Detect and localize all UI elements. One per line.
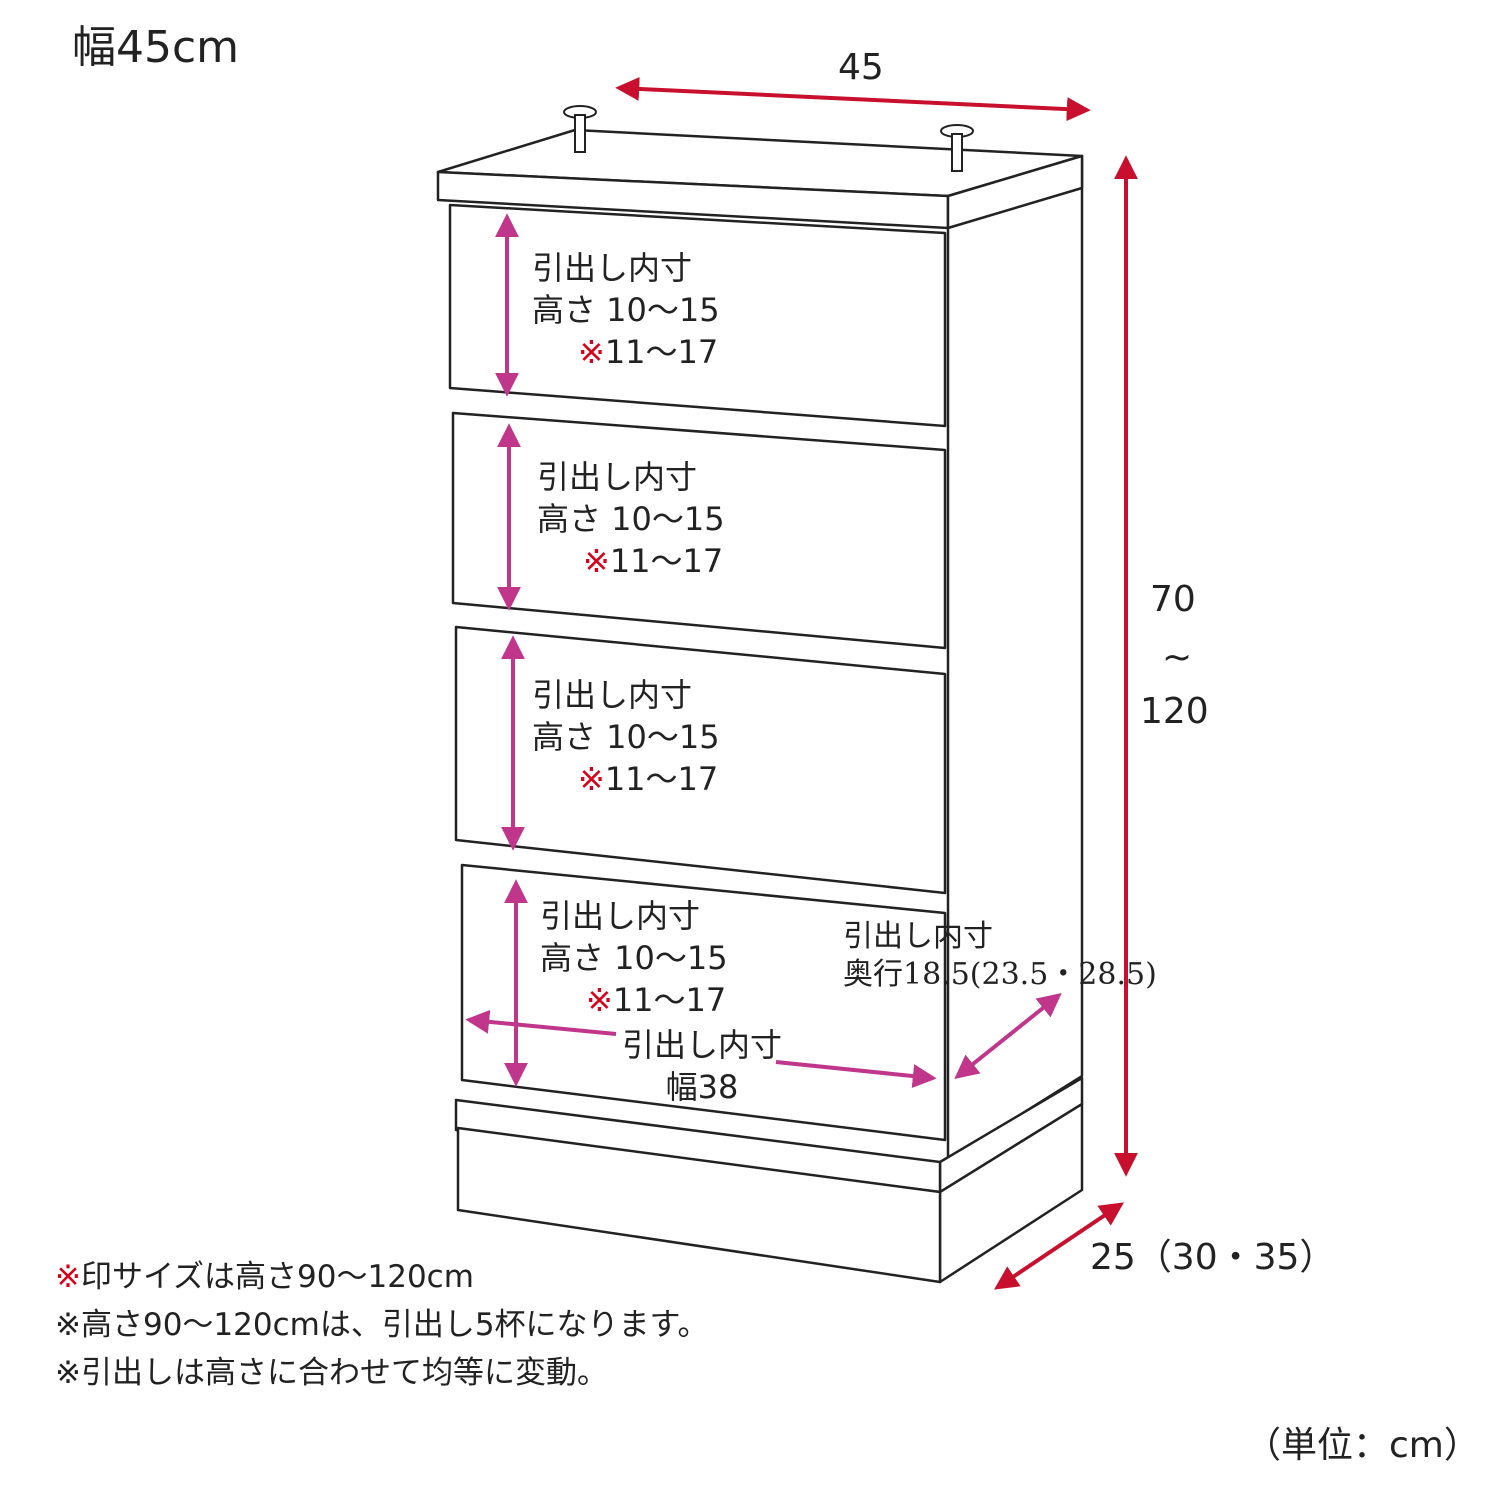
drawer-4-height: 高さ 10～15 [540, 939, 728, 977]
drawer-2-mark: ※ [583, 542, 610, 580]
drawer-4-label: 引出し内寸 高さ 10～15 ※11～17 [540, 895, 728, 1021]
drawer-1 [448, 203, 947, 428]
plinth-front [456, 1126, 942, 1284]
height-label-tilde: ~ [1162, 637, 1193, 678]
side-panel [946, 154, 1084, 1162]
page-title: 幅45cm [72, 22, 240, 73]
outer-dimension-arrows [615, 76, 1138, 1290]
inner-dimension-arrows [465, 213, 1062, 1088]
drawer-2-alt: 11～17 [609, 542, 724, 580]
note-1-text: 印サイズは高さ90～120cm [80, 1259, 474, 1295]
width-label: 45 [838, 47, 884, 88]
drawer-1-mark: ※ [578, 333, 605, 371]
drawer-2 [451, 411, 947, 650]
unit-label: （単位：cm） [1245, 1425, 1480, 1466]
height-label-bottom: 120 [1140, 691, 1209, 732]
drawer-4-alt: 11～17 [612, 981, 727, 1019]
drawer-1-height: 高さ 10～15 [532, 291, 720, 329]
drawer-1-alt: 11～17 [604, 333, 719, 371]
top-fitting-icon [563, 105, 974, 172]
width-arrow [615, 76, 1091, 122]
inner-width-title: 引出し内寸 [622, 1026, 783, 1064]
drawer-3-mark: ※ [578, 760, 605, 798]
top-board-side [946, 154, 1084, 230]
note-2: ※高さ90～120cmは、引出し5杯になります。 [55, 1307, 709, 1343]
note-1: ※印サイズは高さ90～120cm [55, 1262, 474, 1293]
inner-depth-label: 引出し内寸 奥行18.5(23.5・28.5) [843, 918, 1157, 994]
inner-depth-title: 引出し内寸 [843, 919, 993, 954]
inner-depth-arrow [954, 993, 1062, 1079]
drawer-2-label: 引出し内寸 高さ 10～15 ※11～17 [537, 456, 725, 582]
chest-outline [436, 128, 1084, 1284]
inner-width-arrow-left [465, 1009, 617, 1036]
drawer-4-label-title: 引出し内寸 [540, 897, 701, 935]
drawer-4-mark: ※ [586, 981, 613, 1019]
inner-depth-value: 奥行18.5(23.5・28.5) [843, 957, 1157, 992]
depth-label: 25（30・35） [1090, 1237, 1336, 1278]
drawer-4 [460, 863, 947, 1142]
drawer-3-alt: 11～17 [604, 760, 719, 798]
note-3: ※引出しは高さに合わせて均等に変動。 [55, 1355, 608, 1391]
note-1-mark: ※ [55, 1259, 81, 1295]
drawer-1-label: 引出し内寸 高さ 10～15 ※11～17 [532, 247, 720, 373]
drawer-1-label-title: 引出し内寸 [532, 249, 693, 287]
inner-width-value: 幅38 [665, 1068, 739, 1106]
drawer-3-label-title: 引出し内寸 [532, 676, 693, 714]
depth-arrow [994, 1202, 1124, 1290]
drawer-3-label: 引出し内寸 高さ 10～15 ※11～17 [532, 674, 720, 800]
drawer-3-height: 高さ 10～15 [532, 718, 720, 756]
drawer-3 [454, 625, 947, 895]
drawer-2-label-title: 引出し内寸 [537, 458, 698, 496]
inner-width-arrow-right [775, 1060, 937, 1088]
drawer-2-height: 高さ 10～15 [537, 500, 725, 538]
inner-width-label: 引出し内寸 幅38 [622, 1024, 782, 1108]
height-label-top: 70 [1150, 579, 1196, 620]
